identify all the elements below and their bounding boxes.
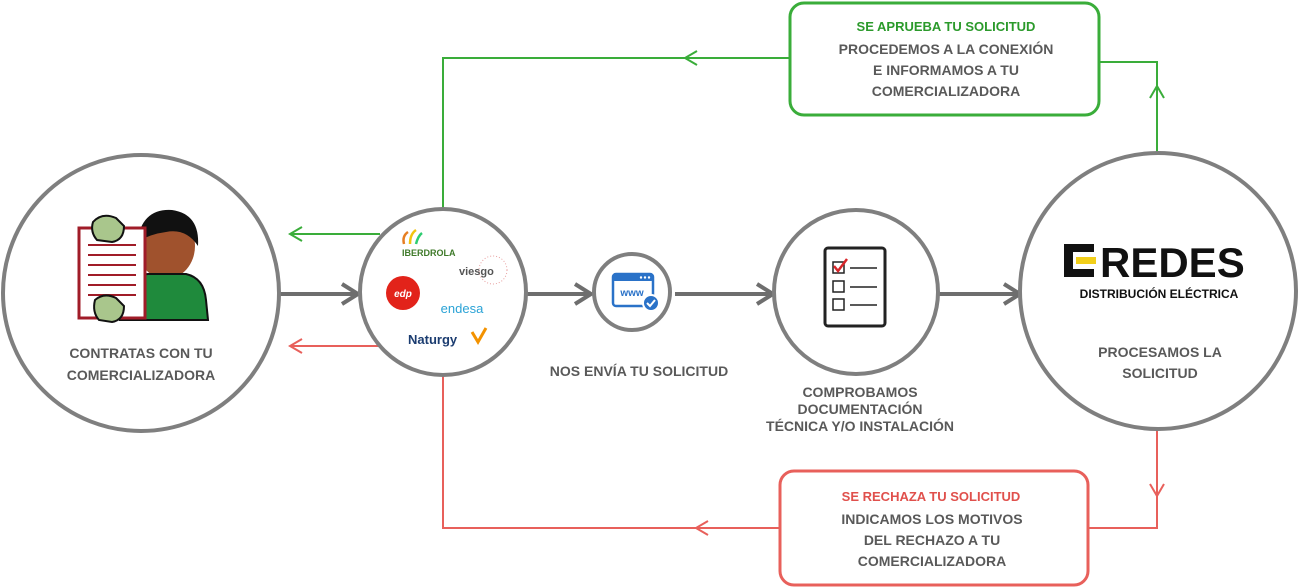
retailers-circle xyxy=(358,207,528,377)
svg-text:edp: edp xyxy=(394,289,412,300)
approval-path xyxy=(288,50,1165,242)
eredes-logo: REDES DISTRIBUCIÓN ELÉCTRICA xyxy=(1064,239,1245,301)
rejected-box: SE RECHAZA TU SOLICITUD INDICAMOS LOS MO… xyxy=(778,469,1090,587)
eredes-logo-text: REDES xyxy=(1100,239,1245,286)
checklist-icon xyxy=(823,246,887,328)
customer-with-contract-icon xyxy=(77,209,210,324)
rejected-line3: COMERCIALIZADORA xyxy=(858,553,1007,569)
checklist-caption-line1: COMPROBAMOS xyxy=(802,384,917,400)
checklist-caption-line3: TÉCNICA Y/O INSTALACIÓN xyxy=(766,417,954,434)
customer-caption-line1: CONTRATAS CON TU xyxy=(69,345,212,361)
svg-text:Naturgy: Naturgy xyxy=(408,332,458,347)
viesgo-logo: viesgo xyxy=(459,255,508,285)
checklist-node: COMPROBAMOS DOCUMENTACIÓN TÉCNICA Y/O IN… xyxy=(766,208,954,434)
endesa-logo: endesa xyxy=(441,301,484,316)
eredes-logo-subtitle: DISTRIBUCIÓN ELÉCTRICA xyxy=(1080,286,1239,301)
rejected-title: SE RECHAZA TU SOLICITUD xyxy=(842,489,1021,504)
edp-logo: edp xyxy=(386,276,420,310)
iberdrola-logo: IBERDROLA xyxy=(402,228,456,258)
svg-text:viesgo: viesgo xyxy=(459,266,494,278)
approved-line1: PROCEDEMOS A LA CONEXIÓN xyxy=(839,40,1054,57)
approved-title: SE APRUEBA TU SOLICITUD xyxy=(857,19,1036,34)
eredes-node: REDES DISTRIBUCIÓN ELÉCTRICA PROCESAMOS … xyxy=(1018,151,1298,431)
retailers-node: IBERDROLA viesgo edp endesa Naturgy xyxy=(358,207,528,377)
rejected-line2: DEL RECHAZO A TU xyxy=(864,532,1000,548)
approved-box: SE APRUEBA TU SOLICITUD PROCEDEMOS A LA … xyxy=(788,1,1101,117)
approved-line2: E INFORMAMOS A TU xyxy=(873,62,1019,78)
svg-text:IBERDROLA: IBERDROLA xyxy=(402,248,456,258)
checklist-caption-line2: DOCUMENTACIÓN xyxy=(798,400,923,417)
svg-text:www: www xyxy=(619,288,644,299)
request-caption: NOS ENVÍA TU SOLICITUD xyxy=(550,363,728,379)
customer-node: CONTRATAS CON TU COMERCIALIZADORA xyxy=(1,153,281,433)
naturgy-logo: Naturgy xyxy=(408,327,488,347)
svg-text:endesa: endesa xyxy=(441,301,484,316)
eredes-circle xyxy=(1018,151,1298,431)
www-browser-check-icon: www xyxy=(611,272,660,312)
rejected-line1: INDICAMOS LOS MOTIVOS xyxy=(841,511,1022,527)
eredes-caption-line2: SOLICITUD xyxy=(1122,365,1197,381)
request-node: www NOS ENVÍA TU SOLICITUD xyxy=(550,252,728,379)
customer-caption-line2: COMERCIALIZADORA xyxy=(67,367,216,383)
approved-line3: COMERCIALIZADORA xyxy=(872,83,1021,99)
rejection-path xyxy=(288,338,1165,536)
eredes-caption-line1: PROCESAMOS LA xyxy=(1098,344,1222,360)
